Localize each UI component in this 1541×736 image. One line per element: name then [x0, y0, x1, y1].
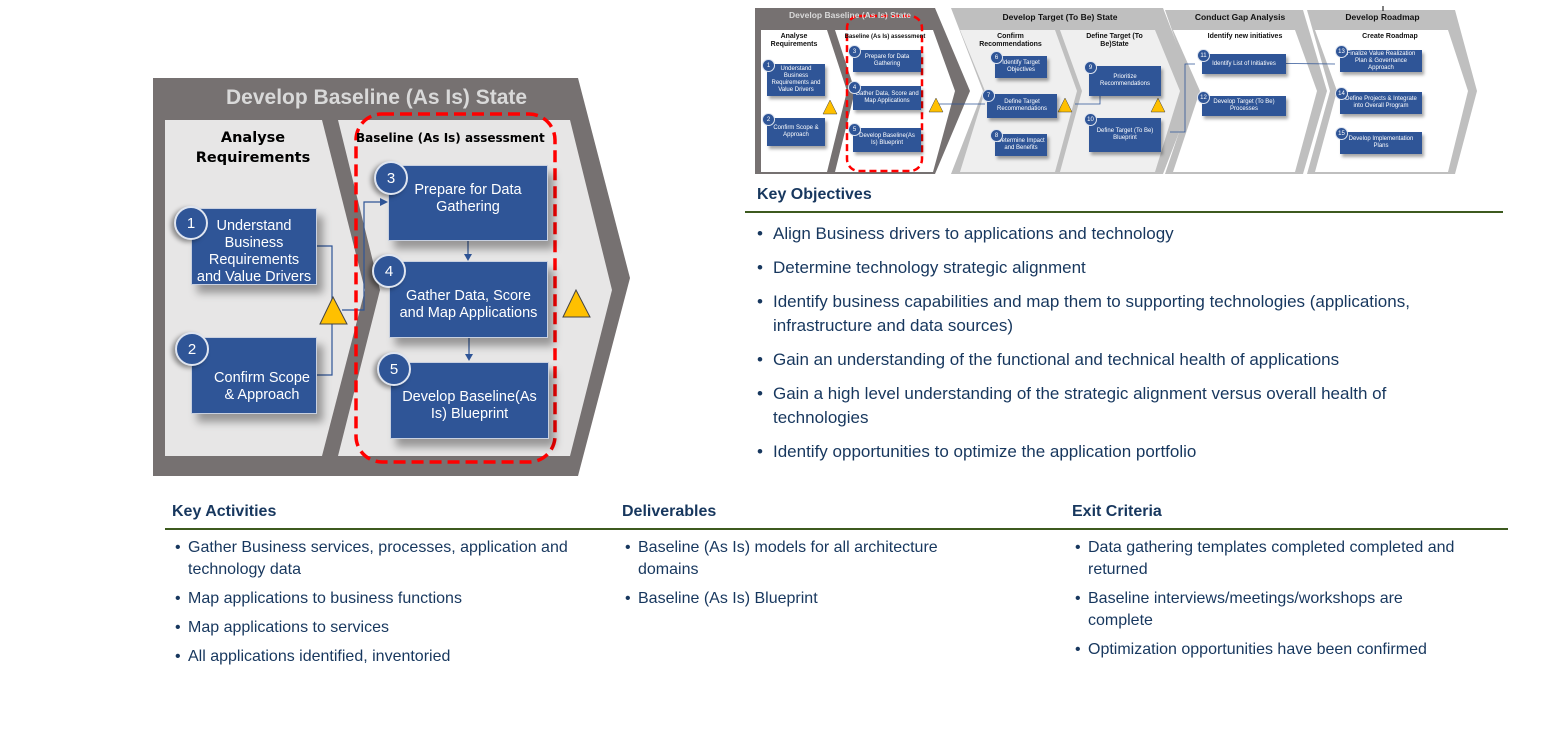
- exit-criteria-item: Baseline interviews/meetings/workshops a…: [1072, 588, 1458, 632]
- objective-item: Determine technology strategic alignment: [757, 256, 1477, 280]
- highlight-dashed-outline: [845, 14, 924, 173]
- phase-label: Develop Baseline (As Is) State: [789, 10, 911, 20]
- step-number-4: 4: [372, 254, 406, 288]
- step-number-1: 1: [174, 206, 208, 240]
- step-label: Prepare for Data Gathering: [414, 182, 522, 215]
- exit-criteria-title: Exit Criteria: [1072, 503, 1162, 520]
- objective-item: Gain a high level understanding of the s…: [757, 382, 1477, 430]
- subphase-label: Analyse Requirements: [770, 33, 818, 48]
- step-box-1[interactable]: Understand Business Requirements and Val…: [191, 208, 317, 285]
- diagram-title: Develop Baseline (As Is) State: [226, 86, 528, 109]
- activity-item: Map applications to services: [172, 617, 592, 639]
- thumbnail-step-number: 2: [762, 113, 775, 126]
- panel-assessment-label: Baseline (As Is) assessment: [356, 131, 545, 145]
- thumbnail-step-number: 13: [1335, 45, 1348, 58]
- objective-item: Identify business capabilities and map t…: [757, 290, 1477, 338]
- thumbnail-step-box: Identify List of Initiatives: [1202, 54, 1286, 74]
- thumbnail-step-box: Finalize Value Realization Plan & Govern…: [1340, 50, 1422, 72]
- step-label: Develop Baseline(As Is) Blueprint: [402, 388, 537, 422]
- deliverable-item: Baseline (As Is) Blueprint: [622, 588, 992, 610]
- step-box-2[interactable]: Confirm Scope & Approach: [191, 337, 317, 414]
- thumbnail-step-number: 7: [982, 89, 995, 102]
- subphase-label: Create Roadmap: [1362, 33, 1418, 40]
- objective-item: Identify opportunities to optimize the a…: [757, 440, 1477, 464]
- thumbnail-step-box: Gather Data, Score and Map Applications: [853, 86, 921, 110]
- phase-label: Develop Roadmap: [1345, 12, 1420, 22]
- thumbnail-step-number: 15: [1335, 127, 1348, 140]
- thumbnail-step-box: Develop Implementation Plans: [1340, 132, 1422, 154]
- objective-item: Align Business drivers to applications a…: [757, 222, 1477, 246]
- thumbnail-step-number: 12: [1197, 91, 1210, 104]
- thumbnail-step-box: Develop Baseline(As Is) Blueprint: [853, 128, 921, 152]
- thumbnail-step-number: 4: [848, 81, 861, 94]
- thumbnail-step-number: 6: [990, 51, 1003, 64]
- milestone-triangle-icon: [928, 97, 944, 113]
- step-label: Understand Business Requirements and Val…: [196, 217, 312, 285]
- milestone-triangle-icon: [562, 288, 591, 318]
- exit-criteria-item: Optimization opportunities have been con…: [1072, 639, 1492, 661]
- thumbnail-step-number: 9: [1084, 61, 1097, 74]
- thumbnail-step-box: Develop Target (To Be) Processes: [1202, 96, 1286, 116]
- key-activities-title: Key Activities: [172, 503, 277, 520]
- step-number-2: 2: [175, 332, 209, 366]
- phase-label: Develop Target (To Be) State: [1002, 12, 1118, 22]
- thumbnail-step-box: Define Projects & Integrate into Overall…: [1340, 92, 1422, 114]
- thumbnail-step-number: 11: [1197, 49, 1210, 62]
- subphase-label: Define Target (To Be)State: [1086, 33, 1143, 48]
- process-thumbnail: Develop Baseline (As Is) State Develop T…: [755, 6, 1515, 178]
- activity-item: Gather Business services, processes, app…: [172, 537, 592, 581]
- step-number-3: 3: [374, 161, 408, 195]
- phase-label: Conduct Gap Analysis: [1194, 12, 1286, 22]
- deliverables-section: Deliverables Baseline (As Is) models for…: [622, 503, 1052, 617]
- thumbnail-step-box: Prioritize Recommendations: [1089, 66, 1161, 96]
- step-label: Confirm Scope & Approach: [214, 369, 310, 403]
- deliverables-title: Deliverables: [622, 503, 717, 520]
- key-activities-section: Key Activities Gather Business services,…: [172, 503, 602, 675]
- step-label: Gather Data, Score and Map Applications: [399, 287, 538, 321]
- panel-analyse-label: Analyse Requirements: [195, 130, 311, 166]
- exit-criteria-item: Data gathering templates completed compl…: [1072, 537, 1468, 581]
- activity-item: Map applications to business functions: [172, 588, 592, 610]
- objective-item: Gain an understanding of the functional …: [757, 348, 1477, 372]
- connector-3: [342, 201, 385, 311]
- milestone-triangle-icon: [1057, 97, 1073, 113]
- step-box-3[interactable]: Prepare for Data Gathering: [388, 165, 548, 241]
- thumbnail-step-box: Identify Target Objectives: [995, 56, 1047, 78]
- activity-item: All applications identified, inventoried: [172, 646, 592, 668]
- key-objectives-list: Align Business drivers to applications a…: [757, 222, 1477, 474]
- milestone-triangle-icon: [319, 295, 348, 325]
- thumbnail-step-number: 8: [990, 129, 1003, 142]
- thumbnail-step-box: Understand Business Requirements and Val…: [767, 64, 825, 96]
- thumbnail-step-box: Prepare for Data Gathering: [853, 50, 921, 72]
- divider: [745, 211, 1503, 213]
- thumbnail-step-box: Confirm Scope & Approach: [767, 118, 825, 146]
- thumbnail-step-number: 3: [848, 45, 861, 58]
- divider: [165, 528, 1508, 530]
- step-box-5[interactable]: Develop Baseline(As Is) Blueprint: [390, 362, 549, 439]
- subphase-label: Confirm Recommendations: [979, 33, 1042, 48]
- key-objectives-title: Key Objectives: [757, 186, 872, 203]
- connector-1: [316, 245, 333, 310]
- subphase-label: Baseline (As Is) assessment: [844, 34, 926, 40]
- thumbnail-step-box: Define Target (To Be) Blueprint: [1089, 118, 1161, 152]
- milestone-triangle-icon: [822, 99, 838, 115]
- deliverable-item: Baseline (As Is) models for all architec…: [622, 537, 992, 581]
- thumbnail-step-number: 10: [1084, 113, 1097, 126]
- connector-2: [316, 312, 333, 376]
- arrow-head: [380, 198, 388, 206]
- thumbnail-step-box: Determine Impact and Benefits: [995, 134, 1047, 156]
- step-number-5: 5: [377, 352, 411, 386]
- thumbnail-step-box: Define Target Recommendations: [987, 94, 1057, 118]
- step-box-4[interactable]: Gather Data, Score and Map Applications: [389, 261, 548, 338]
- thumbnail-step-number: 5: [848, 123, 861, 136]
- diagram-shapes: [153, 78, 630, 476]
- milestone-triangle-icon: [1150, 97, 1166, 113]
- subphase-label: Identify new initiatives: [1207, 33, 1283, 40]
- highlight-dashed-outline: [354, 112, 557, 464]
- thumbnail-step-number: 14: [1335, 87, 1348, 100]
- exit-criteria-section: Exit Criteria Data gathering templates c…: [1072, 503, 1502, 668]
- thumbnail-step-number: 1: [762, 59, 775, 72]
